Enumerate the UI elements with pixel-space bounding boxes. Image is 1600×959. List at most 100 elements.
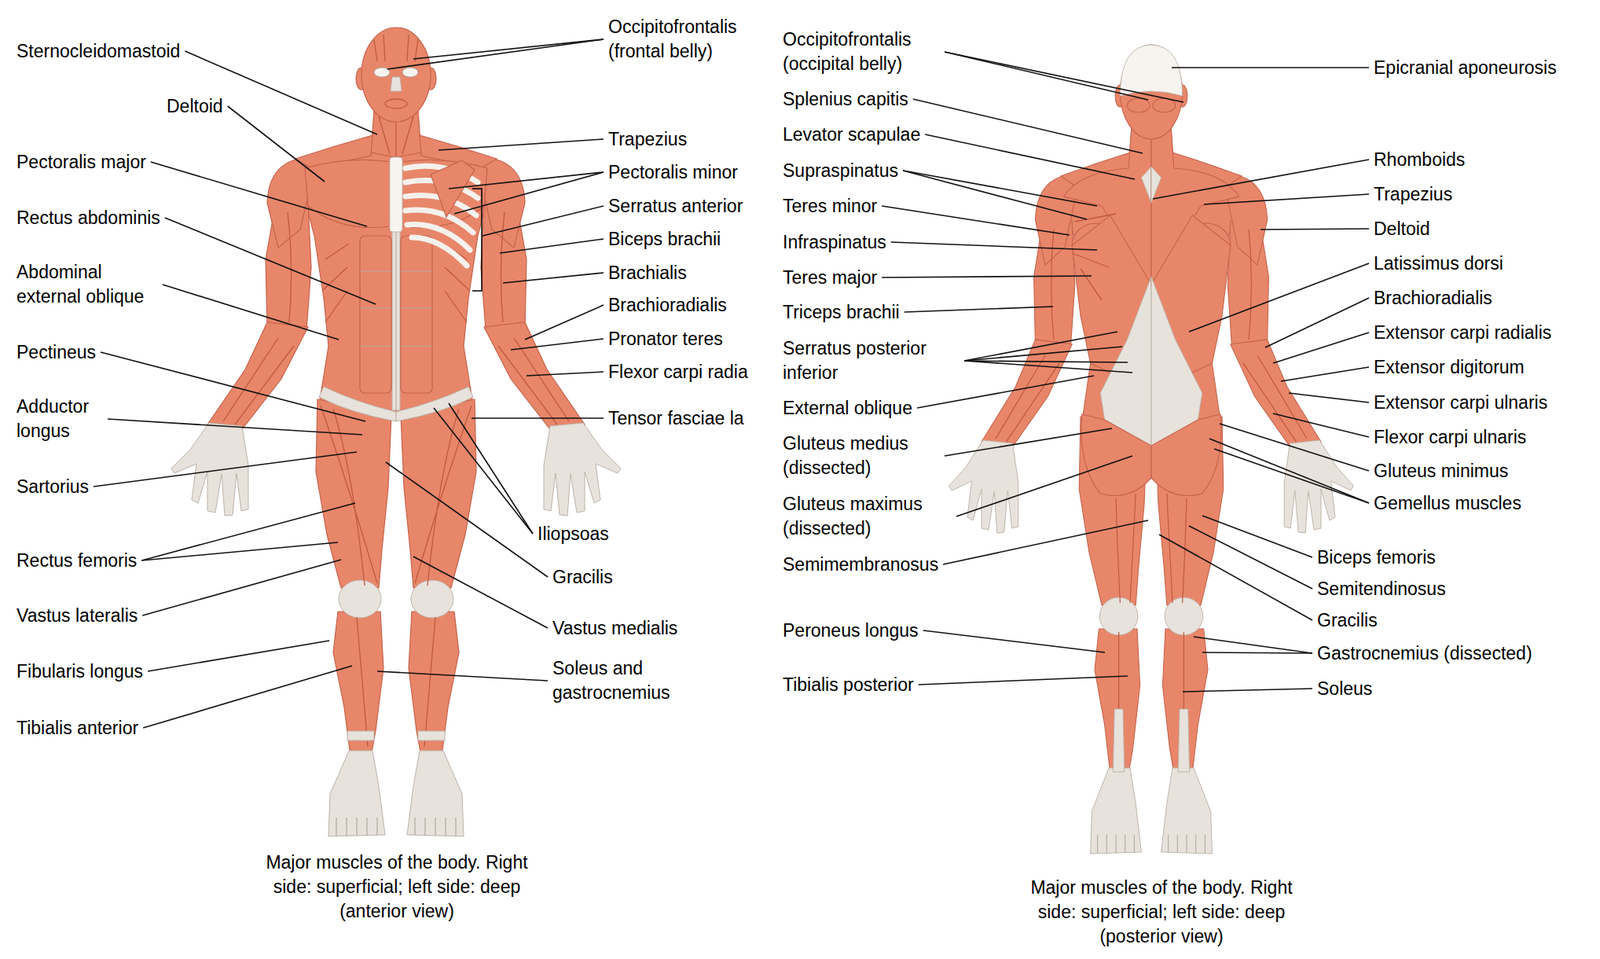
muscle-label: Vastus medialis — [552, 616, 678, 641]
muscle-label: Teres minor — [782, 194, 878, 219]
leader-line — [454, 172, 604, 214]
leader-line — [917, 375, 1094, 408]
leader-line — [438, 139, 604, 151]
muscle-label: Gracilis — [1317, 608, 1378, 633]
leader-line — [923, 630, 1105, 653]
deep-scapula-fibers — [1071, 213, 1116, 301]
muscle-label: Gluteus maximus (dissected) — [782, 491, 952, 541]
muscle-label: External oblique — [782, 396, 913, 421]
leader-line — [902, 170, 1087, 220]
leader-line — [93, 451, 357, 487]
leader-line — [385, 462, 548, 577]
muscle-label: Rectus abdominis — [16, 205, 161, 231]
scalp-cap — [1119, 44, 1182, 96]
muscle-label: Supraspinatus — [782, 158, 899, 184]
muscle-label: Biceps brachii — [608, 227, 721, 252]
leader-line — [944, 51, 1184, 103]
muscle-label: Pectineus — [16, 340, 96, 365]
leader-line — [1214, 448, 1369, 503]
leader-line — [1152, 159, 1369, 199]
leader-line — [482, 205, 604, 236]
leader-line — [1171, 66, 1369, 69]
leader-line — [1273, 413, 1369, 437]
leader-line — [1209, 438, 1369, 503]
leader-line — [150, 161, 367, 227]
leader-line — [964, 331, 1118, 361]
muscle-label: Serratus posterior inferior — [782, 336, 960, 386]
leader-line — [924, 134, 1135, 180]
muscle-label: Rectus femoris — [16, 548, 137, 573]
muscle-label: Flexor carpi radia — [608, 359, 749, 385]
eye — [402, 67, 419, 78]
muscle-label: Tibialis anterior — [16, 715, 139, 741]
leader-line — [1203, 194, 1369, 205]
muscle-label: Teres major — [782, 265, 878, 290]
muscle-label: Gemellus muscles — [1373, 491, 1522, 516]
leader-line — [918, 675, 1128, 685]
leader-line — [1288, 392, 1369, 403]
mouth — [385, 99, 408, 109]
anterior-detail — [396, 116, 569, 747]
muscle-label: Trapezius — [1373, 182, 1453, 207]
leader-line — [141, 542, 338, 561]
muscle-label: Peroneus longus — [782, 618, 919, 643]
muscle-label: Gracilis — [552, 565, 613, 590]
posterior-figure — [949, 44, 1355, 854]
muscle-label: Occipitofrontalis (occipital belly) — [782, 27, 940, 77]
posterior-detail — [995, 127, 1152, 772]
leader-line — [387, 39, 604, 70]
body-half — [1151, 127, 1354, 854]
muscle-label: Extensor digitorum — [1373, 355, 1525, 380]
muscle-label: Triceps brachii — [782, 300, 900, 325]
muscle-label: Extensor carpi radialis — [1373, 320, 1552, 345]
muscle-label: Flexor carpi ulnaris — [1373, 425, 1527, 450]
muscle-label: Iliopsoas — [537, 521, 610, 547]
leader-line — [471, 417, 604, 419]
muscle-label: Rhomboids — [1373, 147, 1465, 173]
muscle-label: Serratus anterior — [608, 194, 743, 219]
leader-line — [1159, 534, 1313, 621]
leader-line — [964, 360, 1133, 373]
leader-line — [943, 520, 1149, 565]
muscle-label: Trapezius — [608, 127, 687, 152]
leader-line — [944, 428, 1112, 456]
leader-line — [413, 556, 548, 628]
muscle-label: Brachioradialis — [1373, 286, 1493, 311]
muscle-label: Occipitofrontalis (frontal belly) — [608, 14, 766, 64]
muscle-label: Fibularis longus — [16, 659, 144, 684]
leader-line — [881, 275, 1092, 278]
muscle-label: Sternocleidomastoid — [16, 39, 180, 64]
forehead-fibers — [374, 34, 419, 62]
muscle-label: Tensor fasciae la — [608, 406, 745, 431]
leader-line — [413, 39, 604, 59]
leader-line — [184, 51, 378, 135]
leader-line — [1188, 263, 1369, 332]
muscle-label: Epicranial aponeurosis — [1373, 55, 1557, 81]
muscle-label: Vastus lateralis — [16, 603, 138, 628]
leader-line — [448, 403, 533, 534]
occipital-muscle — [1126, 98, 1150, 113]
posterior-detail — [1151, 127, 1307, 772]
muscle-label: Pectoralis major — [16, 150, 147, 175]
figure-caption: Major muscles of the body. Right side: s… — [247, 850, 547, 924]
leader-line — [1219, 423, 1369, 471]
leader-line — [448, 172, 604, 189]
leader-line — [526, 371, 604, 376]
muscle-label: Semimembranosus — [782, 552, 939, 577]
leader-line — [143, 665, 353, 728]
bracket — [472, 188, 482, 291]
leader-line — [510, 338, 604, 350]
leader-line — [499, 238, 604, 254]
leader-line — [1260, 228, 1369, 230]
leader-line — [944, 51, 1149, 100]
leader-line — [1202, 652, 1313, 654]
muscle-label: Brachioradialis — [608, 293, 727, 318]
leader-line — [1182, 688, 1313, 692]
muscle-label: Sartorius — [16, 474, 89, 500]
nose — [390, 77, 402, 92]
leader-line — [100, 352, 366, 422]
leader-line — [902, 170, 1098, 206]
leader-line — [1280, 366, 1369, 382]
